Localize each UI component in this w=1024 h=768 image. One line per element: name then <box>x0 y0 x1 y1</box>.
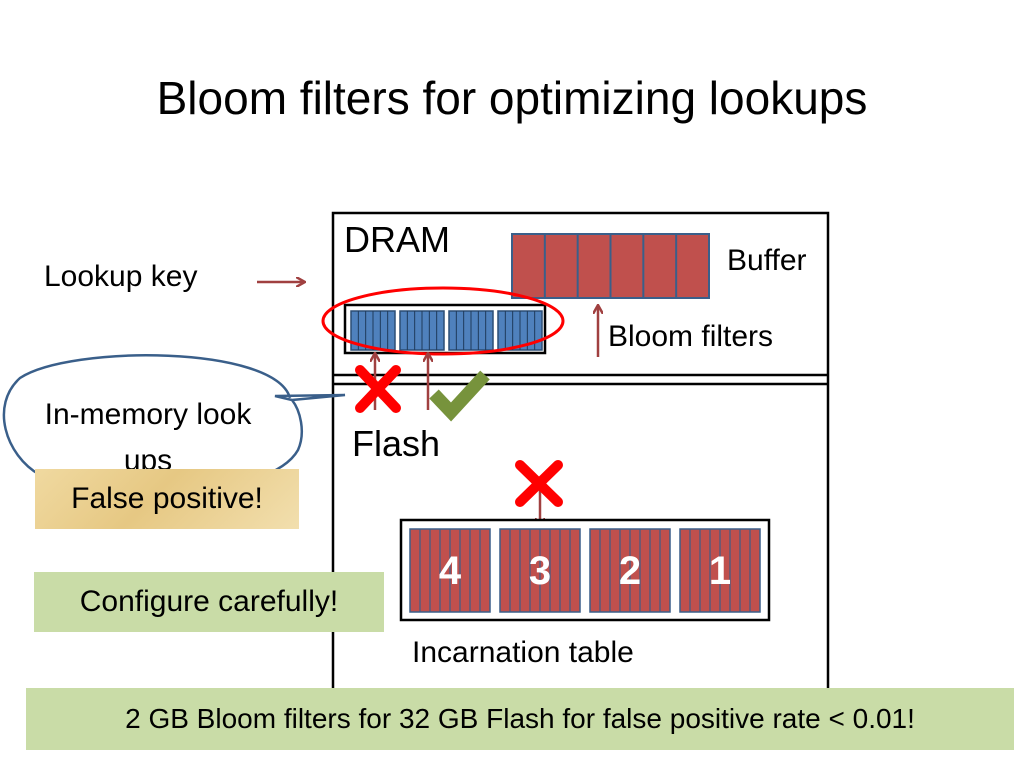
configure-callout: Configure carefully! <box>34 572 384 632</box>
incarnation-block: 3 <box>499 528 581 613</box>
incarnation-number: 1 <box>709 549 731 593</box>
cross-icon <box>515 460 563 507</box>
bloom-filter-cell <box>497 310 543 351</box>
bloom-filter-cell <box>350 310 396 351</box>
buffer-label: Buffer <box>727 244 807 277</box>
bloom-filters-label: Bloom filters <box>608 320 774 353</box>
incarnation-number: 4 <box>439 549 462 593</box>
summary-banner: 2 GB Bloom filters for 32 GB Flash for f… <box>26 688 1014 750</box>
slide-title: Bloom filters for optimizing lookups <box>156 72 868 124</box>
cross-icon <box>355 365 401 413</box>
incarnation-table-label: Incarnation table <box>412 636 634 669</box>
incarnation-block: 2 <box>589 528 671 613</box>
flash-label: Flash <box>352 423 441 464</box>
highlight-ellipse <box>321 286 565 356</box>
check-icon <box>429 370 490 422</box>
false-positive-callout: False positive! <box>35 469 299 529</box>
bloom-filters <box>350 310 543 351</box>
bloom-filter-cell <box>448 310 494 351</box>
incarnation-block: 1 <box>679 528 761 613</box>
buffer <box>511 233 710 299</box>
bloom-filter-cell <box>399 310 445 351</box>
lookup-key-label: Lookup key <box>44 260 198 293</box>
incarnation-number: 3 <box>529 549 551 593</box>
dram-label: DRAM <box>344 219 450 260</box>
incarnation-block: 4 <box>409 528 491 613</box>
incarnation-number: 2 <box>619 549 641 593</box>
